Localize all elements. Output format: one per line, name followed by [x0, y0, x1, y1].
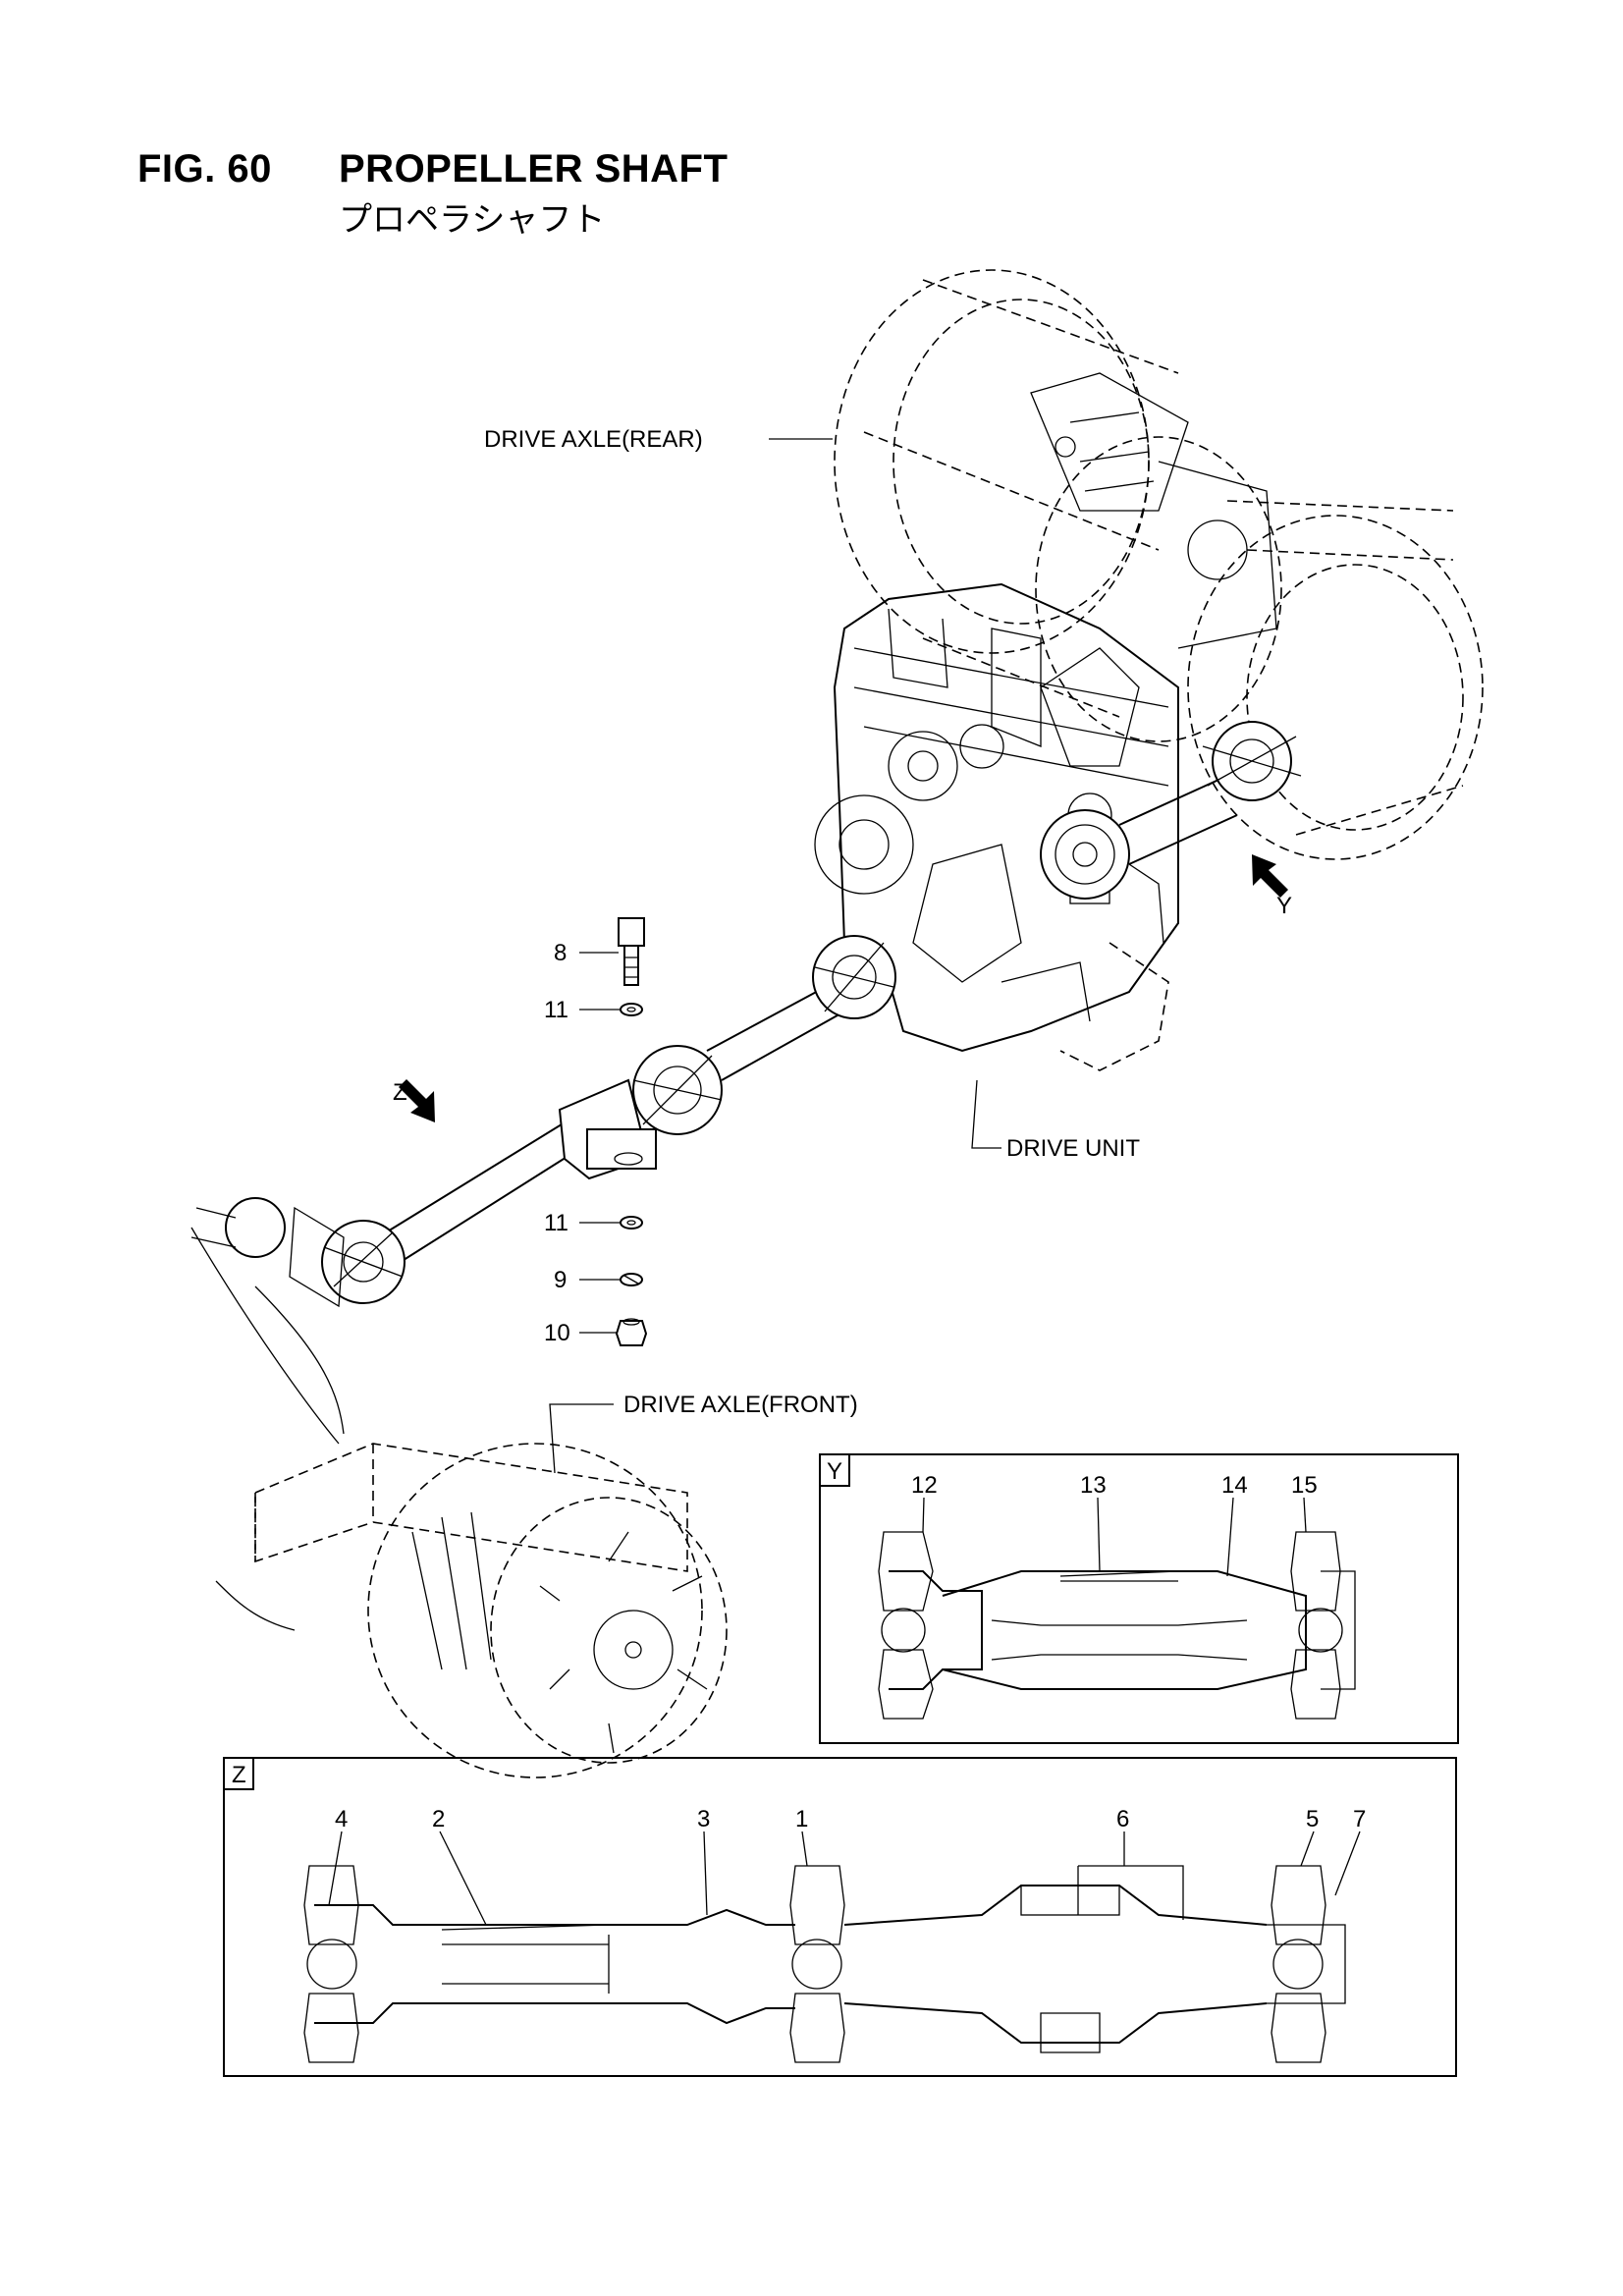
callout-11-upper: 11 — [544, 997, 568, 1023]
drive-unit-label: DRIVE UNIT — [1006, 1135, 1140, 1162]
callout-3: 3 — [697, 1806, 710, 1832]
callout-6: 6 — [1116, 1806, 1129, 1832]
figure-number: FIG. 60 — [137, 147, 272, 191]
main-view-callout-labels: 8 11 11 9 10 — [544, 940, 570, 1346]
propeller-shaft-drawing — [190, 935, 896, 1308]
callout-8: 8 — [554, 940, 567, 966]
callout-12: 12 — [911, 1472, 938, 1499]
view-z-tag: Z — [232, 1762, 246, 1788]
rear-drive-axle-drawing — [834, 269, 1484, 860]
rear-shaft-flange-drawing — [1040, 721, 1302, 900]
view-z-arrow-label: Z — [393, 1079, 407, 1106]
view-y-panel: Y 12 13 14 15 — [819, 1453, 1459, 1744]
drive-axle-front-label: DRIVE AXLE(FRONT) — [623, 1392, 858, 1418]
drive-axle-rear-label: DRIVE AXLE(REAR) — [484, 426, 703, 453]
figure-subtitle-japanese: プロペラシャフト — [339, 201, 606, 239]
front-drive-axle-drawing — [190, 1227, 728, 1778]
callout-11-lower: 11 — [544, 1210, 568, 1236]
callout-13: 13 — [1080, 1472, 1107, 1499]
callout-14: 14 — [1221, 1472, 1248, 1499]
view-z-arrow-icon — [399, 1079, 435, 1122]
view-z-panel: Z 4 2 3 1 6 5 7 — [223, 1757, 1457, 2077]
mounting-hardware-drawing — [579, 917, 648, 1346]
callout-4: 4 — [335, 1806, 348, 1832]
drive-unit-drawing — [814, 582, 1179, 1071]
callout-7: 7 — [1353, 1806, 1366, 1832]
view-y-arrow-label: Y — [1276, 893, 1292, 919]
callout-9: 9 — [554, 1267, 567, 1293]
callout-10: 10 — [544, 1320, 570, 1346]
callout-5: 5 — [1306, 1806, 1319, 1832]
view-y-tag: Y — [827, 1458, 842, 1485]
figure-title: PROPELLER SHAFT — [339, 147, 729, 191]
callout-2: 2 — [432, 1806, 445, 1832]
assembly-name-labels: DRIVE AXLE(REAR) DRIVE UNIT DRIVE AXLE(F… — [484, 426, 1140, 1474]
view-y-arrow-icon — [1252, 854, 1288, 898]
callout-15: 15 — [1291, 1472, 1318, 1499]
view-direction-arrows: Y Z — [393, 854, 1292, 1122]
callout-1: 1 — [795, 1806, 808, 1832]
